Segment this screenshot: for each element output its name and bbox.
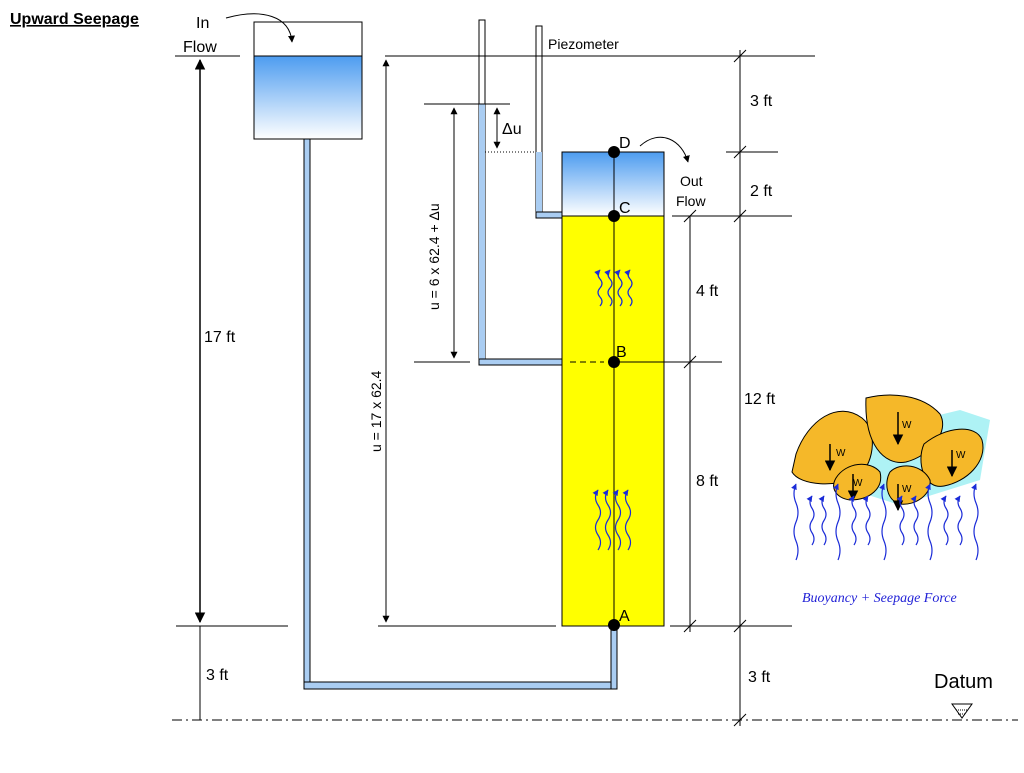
dim-left-3ft-label: 3 ft — [206, 667, 229, 684]
inflow-label-line2: Flow — [183, 39, 217, 56]
seepage-arrow — [624, 269, 633, 307]
weight-label-5: W — [902, 484, 912, 495]
seepage-arrow — [602, 489, 612, 551]
piezometer-tube — [535, 25, 563, 219]
seepage-arrow — [954, 495, 963, 546]
grain-force-inset: W W W W W Buoyancy + Seepage Force — [791, 394, 990, 606]
dim-right-2ft: 2 ft — [750, 183, 773, 200]
seepage-arrow — [791, 483, 799, 561]
point-a-marker — [608, 619, 620, 631]
water-above-soil — [561, 151, 665, 217]
seepage-arrow — [806, 495, 815, 546]
seepage-arrow — [614, 269, 623, 307]
diagram-title: Upward Seepage — [10, 11, 139, 28]
seepage-arrow — [818, 495, 827, 546]
point-b-marker — [608, 356, 620, 368]
seepage-arrow — [622, 489, 632, 551]
point-a-label: A — [619, 608, 630, 625]
outflow-label-line1: Out — [680, 173, 703, 189]
seepage-arrow — [594, 269, 603, 307]
reference-lines — [175, 55, 815, 627]
inflow-arrow — [225, 13, 295, 43]
seepage-arrow — [848, 495, 857, 546]
soil-column — [561, 215, 665, 627]
point-c-label: C — [619, 200, 631, 217]
weight-label-4: W — [853, 478, 863, 489]
seepage-flow-lower — [592, 489, 632, 551]
dim-soil-inner — [683, 209, 697, 633]
datum-symbol-icon — [951, 703, 973, 719]
point-b-label: B — [616, 344, 627, 361]
seepage-arrow — [862, 495, 871, 546]
point-d-label: D — [619, 135, 631, 152]
dim-right-outer — [733, 49, 747, 727]
seepage-arrow — [925, 483, 933, 561]
seepage-flow-upper — [594, 269, 633, 307]
inflow-tank — [253, 21, 363, 140]
point-c-marker — [608, 210, 620, 222]
seepage-arrow — [910, 495, 919, 546]
seepage-arrow — [879, 483, 887, 561]
datum-label: Datum — [934, 671, 993, 693]
weight-label-2: W — [902, 420, 912, 431]
dim-right-12ft: 12 ft — [744, 391, 776, 408]
seepage-arrow — [592, 489, 602, 551]
dim-right-3ft-bottom: 3 ft — [748, 669, 771, 686]
dim-soil-8ft: 8 ft — [696, 473, 719, 490]
outflow-arrow — [639, 136, 690, 163]
delta-u-label: Δu — [502, 121, 522, 138]
supply-pipe — [303, 138, 618, 690]
piezometer-b-tube — [478, 19, 563, 366]
outflow-label-line2: Flow — [676, 193, 706, 209]
seepage-arrow — [612, 489, 622, 551]
upward-force-arrows — [791, 483, 979, 561]
piezometer-label: Piezometer — [548, 36, 619, 52]
weight-label-1: W — [836, 448, 846, 459]
seepage-arrow — [833, 483, 841, 561]
seepage-arrow — [604, 269, 613, 307]
dim-right-3ft-top: 3 ft — [750, 93, 773, 110]
seepage-arrow — [971, 483, 979, 561]
seepage-arrow — [896, 495, 905, 546]
seepage-arrow — [940, 495, 949, 546]
dim-soil-4ft: 4 ft — [696, 283, 719, 300]
point-d-marker — [608, 146, 620, 158]
inset-caption: Buoyancy + Seepage Force — [802, 591, 957, 606]
u-at-a-label: u = 17 x 62.4 — [368, 370, 384, 452]
dim-left-17ft-label: 17 ft — [204, 329, 236, 346]
weight-label-3: W — [956, 450, 966, 461]
inflow-label-line1: In — [196, 15, 209, 32]
u-at-b-label: u = 6 x 62.4 + Δu — [426, 203, 442, 310]
